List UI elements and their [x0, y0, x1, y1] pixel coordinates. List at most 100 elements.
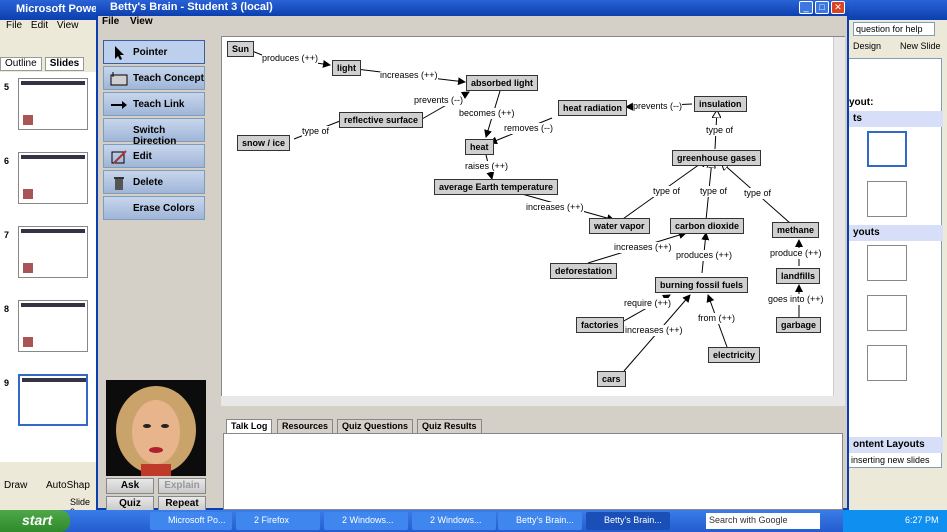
taskbar-bettys-brain-1[interactable]: Betty's Brain... [498, 512, 582, 530]
ppt-tab-slides[interactable]: Slides [44, 57, 85, 71]
pointer-tool-button[interactable]: Pointer [103, 40, 205, 64]
concept-map-canvas[interactable]: Sun light absorbed light reflective surf… [221, 36, 845, 406]
concept-heat[interactable]: heat [465, 139, 494, 155]
concept-map-links [251, 50, 803, 372]
link-label[interactable]: becomes (++) [459, 108, 515, 119]
concept-methane[interactable]: methane [772, 222, 820, 238]
teach-concept-button[interactable]: Teach Concept [103, 66, 205, 90]
concept-water-vapor[interactable]: water vapor [589, 218, 650, 234]
concept-light[interactable]: light [332, 60, 361, 76]
concept-insulation[interactable]: insulation [694, 96, 747, 112]
maximize-button[interactable]: □ [815, 1, 829, 14]
concept-reflective-surface[interactable]: reflective surface [339, 112, 424, 128]
link-label[interactable]: type of [700, 186, 728, 197]
close-button[interactable]: ✕ [831, 1, 845, 14]
taskpane-content-layouts: youts [849, 225, 943, 241]
taskbar-powerpoint[interactable]: Microsoft Po... [150, 512, 232, 530]
concept-sun[interactable]: Sun [227, 41, 254, 57]
ppt-pane-tabs: Outline Slides [0, 57, 96, 71]
link-label[interactable]: raises (++) [465, 161, 509, 172]
slide-thumbnails: 5 6 7 8 9 [0, 72, 96, 462]
new-slide-button[interactable]: New Slide [900, 41, 941, 51]
link-label[interactable]: type of [744, 188, 772, 199]
concept-burning-fossil-fuels[interactable]: burning fossil fuels [655, 277, 749, 293]
concept-garbage[interactable]: garbage [776, 317, 822, 333]
concept-heat-radiation[interactable]: heat radiation [558, 100, 628, 116]
taskbar-firefox[interactable]: 2 Firefox [236, 512, 320, 530]
slide-thumb-9[interactable]: 9 [2, 372, 94, 436]
concept-landfills[interactable]: landfills [776, 268, 821, 284]
concept-electricity[interactable]: electricity [708, 347, 761, 363]
taskbar-bettys-brain-2[interactable]: Betty's Brain... [586, 512, 670, 530]
slide-thumb-6[interactable]: 6 [2, 150, 94, 214]
concept-cars[interactable]: cars [597, 371, 626, 387]
link-label[interactable]: from (++) [698, 313, 736, 324]
taskpane-content-layouts-link[interactable]: ontent Layouts [849, 437, 943, 453]
layout-option[interactable] [867, 345, 907, 381]
draw-menu[interactable]: Draw [4, 480, 28, 491]
layout-option[interactable] [867, 131, 907, 167]
help-search-input[interactable]: question for help [853, 22, 935, 36]
concept-absorbed-light[interactable]: absorbed light [466, 75, 539, 91]
tab-quiz-results[interactable]: Quiz Results [417, 419, 482, 434]
ask-button[interactable]: Ask [106, 478, 154, 494]
taskbar-windows-2[interactable]: 2 Windows... [412, 512, 496, 530]
taskbar: start Microsoft Po... 2 Firefox 2 Window… [0, 510, 947, 532]
link-label[interactable]: increases (++) [526, 202, 584, 213]
layout-option[interactable] [867, 295, 907, 331]
concept-carbon-dioxide[interactable]: carbon dioxide [670, 218, 745, 234]
link-label[interactable]: increases (++) [614, 242, 672, 253]
autoshapes-menu[interactable]: AutoShap [46, 480, 90, 491]
taskpane-text-layouts: ts [849, 111, 943, 127]
link-label[interactable]: prevents (--) [414, 95, 464, 106]
explain-button[interactable]: Explain [158, 478, 206, 494]
ppt-menu-view[interactable]: View [56, 20, 79, 31]
link-arrow-icon [110, 97, 128, 113]
slide-thumb-7[interactable]: 7 [2, 224, 94, 288]
erase-colors-button[interactable]: Erase Colors [103, 196, 205, 220]
slide-thumb-5[interactable]: 5 [2, 76, 94, 140]
ppt-tab-outline[interactable]: Outline [0, 57, 42, 71]
link-label[interactable]: removes (--) [504, 123, 553, 134]
link-label[interactable]: type of [653, 186, 681, 197]
bottom-tabs: Talk Log Resources Quiz Questions Quiz R… [226, 419, 486, 434]
layout-option[interactable] [867, 181, 907, 217]
concept-snow-ice[interactable]: snow / ice [237, 135, 291, 151]
link-label[interactable]: prevents (--) [633, 101, 683, 112]
link-label[interactable]: goes into (++) [768, 294, 824, 305]
delete-tool-button[interactable]: Delete [103, 170, 205, 194]
link-label[interactable]: produce (++) [770, 248, 822, 259]
concept-greenhouse-gases[interactable]: greenhouse gases [672, 150, 762, 166]
trash-icon [110, 175, 128, 191]
link-label[interactable]: produces (++) [262, 53, 319, 64]
google-search-input[interactable]: Search with Google [706, 513, 820, 529]
ppt-menu-file[interactable]: File [6, 20, 23, 31]
layout-option[interactable] [867, 245, 907, 281]
link-label[interactable]: type of [302, 126, 330, 137]
menu-view[interactable]: View [130, 16, 153, 27]
teach-link-button[interactable]: Teach Link [103, 92, 205, 116]
map-horizontal-scrollbar[interactable] [221, 396, 845, 406]
tab-quiz-questions[interactable]: Quiz Questions [337, 419, 414, 434]
concept-average-earth-temperature[interactable]: average Earth temperature [434, 179, 559, 195]
design-button[interactable]: Design [853, 41, 882, 51]
edit-tool-button[interactable]: Edit [103, 144, 205, 168]
link-label[interactable]: require (++) [624, 298, 672, 309]
link-label[interactable]: type of [706, 125, 734, 136]
map-vertical-scrollbar[interactable] [833, 37, 845, 397]
menu-file[interactable]: File [102, 16, 120, 27]
tab-talk-log[interactable]: Talk Log [226, 419, 273, 434]
link-label[interactable]: increases (++) [380, 70, 438, 81]
minimize-button[interactable]: _ [799, 1, 813, 14]
link-label[interactable]: increases (++) [625, 325, 683, 336]
ppt-menu-edit[interactable]: Edit [30, 20, 49, 31]
main-menubar: File View [98, 16, 847, 32]
link-label[interactable]: produces (++) [676, 250, 733, 261]
taskbar-windows-1[interactable]: 2 Windows... [324, 512, 408, 530]
switch-direction-button[interactable]: Switch Direction [103, 118, 205, 147]
concept-factories[interactable]: factories [576, 317, 624, 333]
concept-deforestation[interactable]: deforestation [550, 263, 618, 279]
start-button[interactable]: start [0, 510, 70, 532]
tab-resources[interactable]: Resources [277, 419, 334, 434]
slide-thumb-8[interactable]: 8 [2, 298, 94, 362]
